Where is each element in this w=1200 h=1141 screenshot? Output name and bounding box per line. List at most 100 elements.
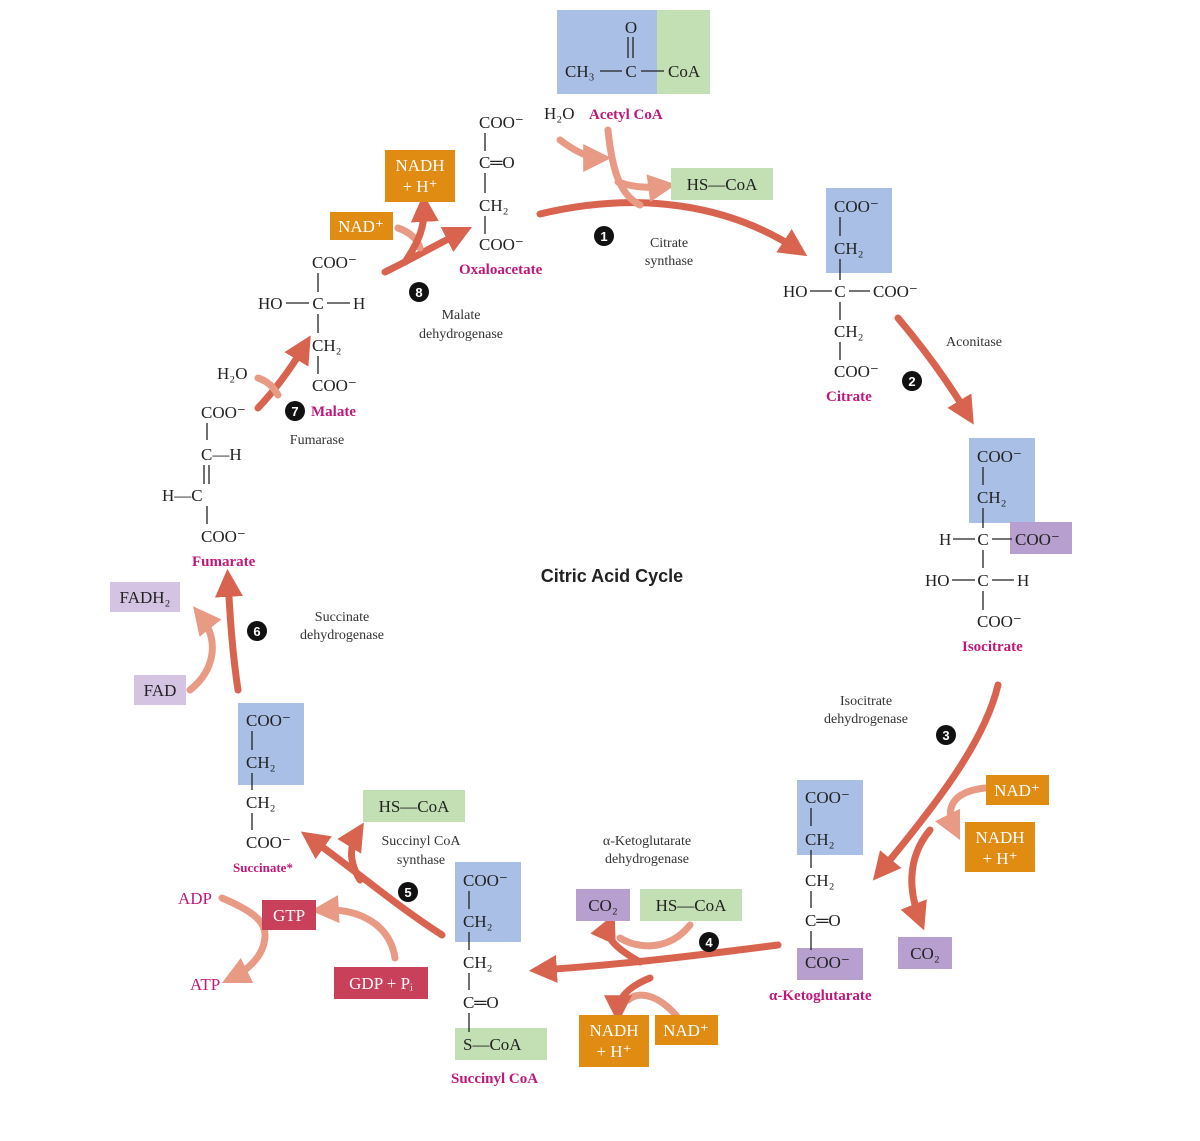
arrow-h2o-in-7 [254, 374, 282, 399]
citrate-acetyl-highlight [826, 188, 892, 273]
step-6-marker [247, 621, 267, 641]
oxaloacetate-name: Oxaloacetate [459, 262, 543, 278]
arrow-step-4 [528, 941, 782, 983]
coa-group-highlight [657, 10, 710, 94]
isocitrate-h: H [939, 530, 951, 549]
gdp-label: GDP + Pᵢ [349, 974, 413, 993]
acetyl-coa-name: Acetyl CoA [589, 107, 663, 123]
co2-step3-box [898, 937, 952, 969]
gtp-label: GTP [273, 906, 305, 925]
isocitrate-h2: H [1017, 571, 1029, 590]
cycle-arrows [186, 126, 1002, 1024]
nadh-step3-box [965, 822, 1035, 872]
arrow-nad-3 [934, 784, 989, 841]
fad-box [134, 675, 186, 705]
oxalo-coo-top: COO⁻ [479, 113, 524, 132]
succinate-name: Succinate* [233, 860, 293, 875]
oxalo-coo-bot: COO⁻ [479, 235, 524, 254]
arrow-step-8 [381, 226, 473, 276]
hscoa-step5-label: HS—CoA [379, 797, 451, 816]
fadh2-box [110, 582, 180, 612]
arrow-step-6 [214, 568, 243, 694]
step-7-marker [285, 401, 305, 421]
isocitrate-c2: C [977, 571, 988, 590]
isocitrate-coo-bot: COO⁻ [977, 612, 1022, 631]
nadh-step3-label-2: + H⁺ [982, 849, 1017, 868]
arrow-hscoa-out-5 [337, 822, 364, 884]
akg-coo-top: COO⁻ [805, 788, 850, 807]
arrow-adp-to-atp [218, 894, 269, 984]
co2-step4-label: CO₂ [588, 896, 618, 915]
nadh-step8-label-1: NADH [395, 156, 444, 175]
co2-step4-box [576, 889, 630, 921]
alpha-ketoglutarate-name: α-Ketoglutarate [769, 988, 872, 1004]
acetyl-group-highlight [557, 10, 657, 94]
isocitrate-name: Isocitrate [962, 639, 1023, 655]
enzyme-8-line2: dehydrogenase [419, 327, 503, 342]
nadh-step3-label-1: NADH [975, 828, 1024, 847]
citrate-ho: HO [783, 282, 808, 301]
arrow-acetylcoa-in [604, 126, 644, 209]
acetyl-coa-group: CoA [668, 62, 701, 81]
step-8-marker [409, 282, 429, 302]
succinate-coo-bot: COO⁻ [246, 833, 291, 852]
nadh-step8-label-2: + H⁺ [402, 177, 437, 196]
enzyme-4-line2: dehydrogenase [605, 852, 689, 867]
malate-name: Malate [311, 404, 356, 420]
enzyme-2-line1: Aconitase [946, 335, 1002, 350]
succinate-ch2b: CH₂ [246, 793, 276, 812]
step-5-marker [398, 882, 418, 902]
arrow-fad-to-fadh2 [186, 606, 222, 694]
arrow-nad-in-8 [394, 224, 424, 252]
isocitrate-carboxyl-highlight [1010, 522, 1072, 554]
acetyl-ch3: CH₃ [565, 62, 595, 81]
akg-coo-bot: COO⁻ [805, 953, 850, 972]
hscoa-step1-box [671, 168, 773, 200]
fumarate-ch: C—H [201, 445, 242, 464]
arrow-gdp-to-gtp [310, 895, 399, 962]
citrate-coo-bot: COO⁻ [834, 362, 879, 381]
step-3-number: 3 [942, 728, 949, 743]
citrate-c: C [834, 282, 845, 301]
nadh-step4-label-2: + H⁺ [596, 1042, 631, 1061]
step-4-marker [699, 932, 719, 952]
malate-ch2: CH₂ [312, 336, 342, 355]
citrate-coo-mid: COO⁻ [873, 282, 918, 301]
enzyme-8-line1: Malate [442, 308, 481, 323]
enzyme-6-line1: Succinate [315, 610, 369, 625]
arrow-step-7 [254, 335, 311, 412]
akg-ch2b: CH₂ [805, 871, 835, 890]
citrate-name: Citrate [826, 389, 872, 405]
succinyl-coa-name: Succinyl CoA [451, 1071, 538, 1087]
nad-step3-label: NAD⁺ [994, 781, 1040, 800]
h2o-step7: H₂O [217, 364, 247, 383]
nadh-step8-box [385, 150, 455, 202]
step-7-number: 7 [291, 404, 298, 419]
arrow-step-3 [872, 681, 1002, 881]
step-3-marker [936, 725, 956, 745]
succinyl-scoa: S—CoA [463, 1035, 522, 1054]
citrate-molecule: COO⁻ CH₂ HO C COO⁻ CH₂ COO⁻ Citrate [783, 188, 918, 405]
fumarate-name: Fumarate [192, 554, 256, 570]
malate-c: C [312, 294, 323, 313]
citrate-ch2b: CH₂ [834, 322, 864, 341]
arrow-co2-3 [900, 826, 934, 931]
succinyl-coa-molecule: COO⁻ CH₂ CH₂ C═O S—CoA Succinyl CoA [451, 862, 547, 1087]
succinyl-acetyl-highlight [455, 862, 521, 942]
akg-carboxyl-highlight [797, 948, 863, 980]
cofactors: HS—CoA NAD⁺ NADH + H⁺ CO₂ CO₂ HS—CoA NAD… [110, 150, 1049, 1067]
enzyme-6-line2: dehydrogenase [300, 628, 384, 643]
acetyl-coa-molecule: O CH₃ C CoA H₂O Acetyl CoA [544, 10, 710, 123]
oxalo-ch2: CH₂ [479, 196, 509, 215]
isocitrate-molecule: COO⁻ CH₂ H C COO⁻ HO C H COO⁻ Isocitrate [925, 438, 1072, 655]
gdp-box [334, 967, 428, 999]
akg-co: C═O [805, 911, 841, 930]
step-6-number: 6 [253, 624, 260, 639]
step-8-number: 8 [415, 285, 422, 300]
akg-ch2a: CH₂ [805, 830, 835, 849]
citrate-coo-top: COO⁻ [834, 197, 879, 216]
enzyme-5-line2: synthase [397, 853, 445, 868]
alpha-ketoglutarate-molecule: COO⁻ CH₂ CH₂ C═O COO⁻ α-Ketoglutarate [769, 780, 872, 1004]
step-2-marker [902, 371, 922, 391]
